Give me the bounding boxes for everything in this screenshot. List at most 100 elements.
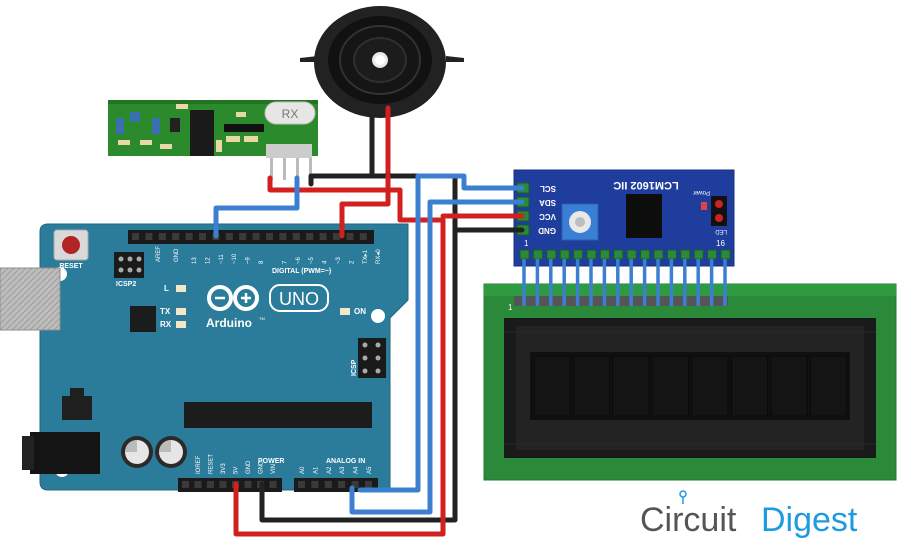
i2c-led-label: LED	[715, 228, 727, 234]
digital-label: DIGITAL (PWM=~)	[272, 268, 331, 275]
header-hole	[365, 481, 372, 488]
digital-pin-label: ~10	[232, 253, 238, 264]
digital-pin-label: ~5	[309, 256, 315, 264]
header-hole	[292, 233, 300, 240]
digital-pin-label: 7	[282, 260, 288, 264]
digital-pin-label: 8	[259, 260, 265, 264]
header-hole	[199, 233, 206, 240]
i2c-bottom-pad	[640, 249, 651, 260]
wire-rf-vcc	[267, 173, 391, 193]
rx-crystal-label: RX	[282, 107, 299, 121]
lcd-character-cell	[731, 355, 768, 417]
power-pin-label: GND	[259, 460, 265, 474]
analog-pin-label: A0	[300, 466, 306, 474]
i2c-bottom-pad	[532, 249, 543, 260]
on-led-label: ON	[354, 307, 366, 316]
header-hole	[359, 233, 367, 240]
digital-pin-label: ~11	[219, 254, 225, 264]
potentiometer-icon	[561, 203, 599, 241]
i2c-pin-label: SCL	[540, 184, 556, 193]
header-hole	[194, 481, 202, 488]
wire-scl	[357, 173, 525, 493]
i2c-bottom-pad	[613, 249, 624, 260]
header-hole	[346, 233, 354, 240]
tx-led-label: TX	[160, 307, 171, 316]
lcd-character-cell	[652, 355, 689, 417]
capacitor-right	[155, 436, 187, 468]
i2c-bottom-pad	[573, 249, 584, 260]
header-hole	[279, 233, 287, 240]
header-hole	[252, 233, 260, 240]
i2c-power-label: Power	[693, 189, 710, 195]
wire-buzzer-d2	[339, 187, 391, 239]
rf-receiver-module: RX	[108, 100, 318, 180]
l-led-label: L	[164, 284, 169, 293]
power-pin-label: RESET	[209, 454, 215, 474]
header-hole	[132, 233, 139, 240]
lcd-pin-one-label: 1	[508, 303, 513, 312]
header-hole	[306, 233, 314, 240]
i2c-bottom-pad	[586, 249, 597, 260]
wires	[213, 105, 525, 537]
i2c-bottom-pad	[653, 249, 664, 260]
i2c-bottom-pad	[519, 249, 530, 260]
i2c-pin-label: VCC	[539, 212, 556, 221]
aref-label: AREF	[156, 246, 162, 262]
i2c-bottom-pad	[599, 249, 610, 260]
circuitdigest-logo: Circuit Digest	[640, 490, 858, 539]
header-hole	[351, 481, 359, 488]
i2c-pin-label: SDA	[539, 198, 556, 207]
capacitor-left	[121, 436, 153, 468]
power-header	[178, 478, 282, 492]
digital-pin-label: ~3	[336, 256, 342, 264]
wire-rf-data-d11	[213, 175, 300, 239]
analog-header	[294, 478, 378, 492]
buzzer	[300, 6, 464, 118]
wire-5v-rail	[233, 187, 446, 537]
i2c-pin-end-label: 16	[716, 239, 725, 248]
lcd-character-cell	[612, 355, 650, 417]
i2c-bottom-pad	[546, 249, 557, 260]
header-hole	[207, 481, 214, 488]
gnd-label: GND	[174, 248, 180, 262]
power-label: POWER	[258, 458, 284, 465]
lcd-character-cell	[770, 355, 808, 417]
analog-label: ANALOG IN	[326, 458, 365, 465]
rx-led-label: RX	[160, 320, 172, 329]
i2c-pin-label: GND	[538, 226, 556, 235]
digital-pin-label: RX◂0	[376, 249, 382, 264]
analog-pin-label: A1	[313, 466, 319, 474]
i2c-bottom-pad	[626, 249, 637, 260]
power-pin-label: IOREF	[196, 455, 202, 474]
lcd-16x2-display: 1	[483, 283, 897, 481]
power-pin-label: VIN	[271, 464, 277, 474]
header-hole	[158, 233, 166, 240]
header-hole	[269, 481, 277, 488]
i2c-bottom-pad	[559, 249, 570, 260]
i2c-bottom-pad	[693, 249, 704, 260]
header-hole	[172, 233, 180, 240]
header-hole	[333, 233, 340, 240]
lcd-character-cell	[691, 355, 729, 417]
header-hole	[145, 233, 153, 240]
i2c-bottom-pad	[720, 249, 731, 260]
i2c-module-title: LCM1602 IIC	[613, 179, 678, 191]
arduino-logo-icon	[207, 285, 259, 311]
header-hole	[182, 481, 189, 488]
header-hole	[298, 481, 305, 488]
brand-circuit: Circuit	[640, 501, 737, 539]
header-hole	[266, 233, 273, 240]
circuit-node-icon	[679, 490, 687, 504]
header-hole	[338, 481, 346, 488]
arduino-logo-text: Arduino	[206, 316, 252, 330]
header-hole	[239, 233, 247, 240]
i2c-bottom-pad	[666, 249, 677, 260]
header-hole	[225, 233, 233, 240]
digital-header	[128, 230, 374, 244]
header-hole	[185, 233, 193, 240]
analog-pin-label: A3	[340, 466, 346, 474]
